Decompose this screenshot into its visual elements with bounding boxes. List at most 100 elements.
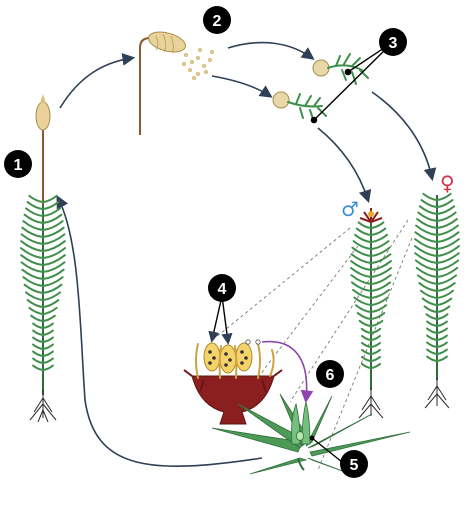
sporophyte-plant bbox=[20, 94, 66, 423]
leaf bbox=[370, 362, 381, 369]
leaf bbox=[42, 233, 66, 245]
male-leaves bbox=[350, 221, 392, 369]
leaf bbox=[352, 240, 372, 250]
archegonial-rosette bbox=[211, 393, 411, 477]
leaf bbox=[32, 329, 44, 336]
leaf bbox=[436, 259, 460, 271]
leaf bbox=[436, 245, 460, 257]
leaf bbox=[422, 192, 438, 201]
spore bbox=[207, 58, 212, 63]
arrow-spores-to-protonema-lower bbox=[211, 75, 273, 98]
capsule-tip bbox=[40, 94, 46, 103]
leaf bbox=[361, 341, 372, 348]
leaf bbox=[354, 233, 372, 243]
leaf bbox=[420, 199, 438, 208]
leaf bbox=[436, 224, 459, 236]
antheridial-head bbox=[183, 339, 283, 425]
leaf bbox=[370, 312, 386, 320]
leaf bbox=[350, 274, 372, 285]
leaf bbox=[436, 192, 452, 201]
leaf bbox=[436, 274, 458, 285]
spore bbox=[195, 56, 200, 61]
leaf bbox=[426, 341, 438, 348]
leaf bbox=[436, 205, 456, 215]
leaf bbox=[426, 355, 438, 362]
leaf bbox=[350, 281, 372, 292]
female-symbol: ♀ bbox=[440, 171, 455, 195]
seta-bent bbox=[139, 37, 151, 135]
leaf bbox=[370, 355, 381, 362]
leaf bbox=[350, 253, 372, 264]
leaf bbox=[42, 194, 58, 203]
leaf bbox=[436, 252, 460, 264]
leaf bbox=[370, 274, 392, 285]
zoom-line-male-top bbox=[214, 227, 351, 339]
leaf bbox=[42, 276, 64, 287]
leaf bbox=[42, 357, 54, 364]
svg-text:6: 6 bbox=[326, 367, 335, 384]
leaf bbox=[415, 224, 438, 236]
leaf bbox=[350, 267, 372, 278]
leaf bbox=[42, 322, 54, 329]
leaf bbox=[361, 334, 372, 341]
leaf bbox=[357, 221, 372, 229]
leaf bbox=[42, 343, 54, 350]
male-gametophyte: ♂ bbox=[341, 197, 392, 419]
leaf bbox=[426, 327, 438, 334]
leaf bbox=[370, 334, 381, 341]
leaf bbox=[352, 288, 372, 299]
spore bbox=[195, 71, 200, 76]
leaf bbox=[42, 247, 66, 259]
svg-text:2: 2 bbox=[213, 13, 222, 30]
protonema-upper bbox=[312, 53, 369, 85]
marker-3: 3 bbox=[379, 28, 407, 56]
leaf bbox=[426, 348, 438, 355]
leaf bbox=[370, 240, 390, 250]
leaf bbox=[32, 322, 44, 329]
leaf bbox=[358, 319, 372, 327]
svg-text:4: 4 bbox=[218, 281, 227, 298]
arrow-protonema-to-male bbox=[317, 127, 372, 204]
leaf bbox=[42, 364, 54, 371]
germinating-spore bbox=[312, 59, 330, 77]
leaf bbox=[32, 343, 44, 350]
leaf bbox=[20, 233, 44, 245]
leaf bbox=[416, 218, 438, 229]
leaf bbox=[42, 220, 64, 231]
leaf bbox=[370, 233, 388, 243]
leaf bbox=[21, 268, 44, 280]
leaf bbox=[42, 350, 54, 357]
leaf bbox=[426, 334, 438, 341]
zygote-stalk bbox=[297, 457, 305, 471]
leaf bbox=[370, 246, 391, 257]
marker-2: 2 bbox=[203, 6, 231, 34]
leaf bbox=[23, 283, 44, 294]
leaf bbox=[42, 314, 56, 322]
male-rosette bbox=[359, 208, 383, 223]
leaf bbox=[436, 305, 451, 313]
leaf bbox=[414, 259, 438, 271]
spore-release bbox=[139, 31, 214, 135]
spore bbox=[189, 60, 194, 65]
leaf bbox=[436, 297, 453, 306]
leaf bbox=[436, 211, 457, 222]
protonema-lower bbox=[272, 91, 327, 123]
leaf bbox=[361, 362, 372, 369]
egg-cell bbox=[295, 431, 304, 441]
leaf bbox=[355, 227, 372, 236]
zoom-lines bbox=[214, 219, 413, 471]
leaf bbox=[370, 327, 382, 334]
leaf bbox=[370, 319, 384, 327]
leaf bbox=[418, 282, 438, 292]
female-leaves bbox=[414, 192, 460, 362]
leaf bbox=[350, 260, 372, 271]
leaf bbox=[360, 327, 372, 334]
leaf bbox=[356, 312, 372, 320]
leaf bbox=[436, 320, 448, 327]
germinating-spore bbox=[272, 91, 290, 109]
leaf bbox=[436, 231, 460, 243]
leaf bbox=[370, 348, 381, 355]
cycle-arrows bbox=[56, 41, 437, 467]
leaf bbox=[436, 334, 448, 341]
